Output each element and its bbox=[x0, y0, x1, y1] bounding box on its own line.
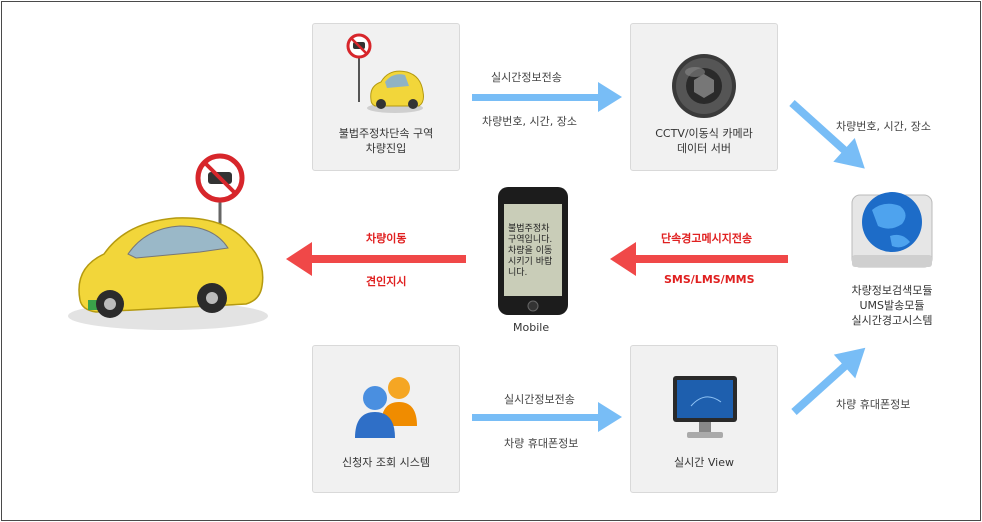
mobile-screen-line: 구역입니다. bbox=[508, 235, 553, 245]
top-middle-below-label: 차량번호, 시간, 장소 bbox=[482, 115, 577, 128]
illegal-parking-card: 불법주정차단속 구역 차량진입 bbox=[312, 23, 460, 171]
mobile-screen-line: 불법주정차 bbox=[508, 224, 550, 234]
center-left-above-label: 차량이동 bbox=[366, 232, 407, 245]
bottom-right-label: 차량 휴대폰정보 bbox=[836, 398, 911, 411]
applicant-system-label: 신청자 조회 시스템 bbox=[342, 456, 430, 469]
top-middle-above-label: 실시간정보전송 bbox=[491, 71, 562, 84]
users-icon bbox=[355, 377, 417, 438]
center-left-below-label: 견인지시 bbox=[366, 275, 407, 288]
center-right-below-label: SMS/LMS/MMS bbox=[664, 273, 755, 286]
server-line3: 실시간경고시스템 bbox=[851, 314, 933, 327]
mobile-screen-line: 니다. bbox=[508, 268, 528, 278]
cctv-server-line2: 데이터 서버 bbox=[676, 142, 732, 155]
cctv-server-card: CCTV/이동식 카메라 데이터 서버 bbox=[630, 23, 778, 171]
mobile-screen-line: 차량을 이동 bbox=[508, 246, 553, 256]
camera-lens-icon bbox=[672, 54, 736, 118]
top-right-label: 차량번호, 시간, 장소 bbox=[836, 120, 931, 133]
bottom-middle-below-label: 차량 휴대폰정보 bbox=[504, 437, 579, 450]
server-label: 차량정보검색모듈 UMS발송모듈 실시간경고시스템 bbox=[820, 283, 964, 328]
monitor-icon bbox=[673, 376, 737, 438]
illegal-parking-line2: 차량진입 bbox=[365, 142, 407, 155]
mobile-label: Mobile bbox=[513, 321, 550, 334]
mobile-screen-text: 불법주정차 구역입니다. 차량을 이동 시키기 바랍 니다. bbox=[508, 224, 552, 279]
applicant-system-card: 신청자 조회 시스템 bbox=[312, 345, 460, 493]
mobile-screen-line: 시키기 바랍 bbox=[508, 257, 553, 267]
realtime-view-label: 실시간 View bbox=[674, 456, 734, 469]
illegal-parking-line1: 불법주정차단속 구역 bbox=[338, 127, 434, 140]
cctv-server-line1: CCTV/이동식 카메라 bbox=[655, 127, 753, 140]
bottom-middle-above-label: 실시간정보전송 bbox=[504, 393, 575, 406]
center-right-above-label: 단속경고메시지전송 bbox=[661, 232, 753, 245]
server-line1: 차량정보검색모듈 bbox=[851, 284, 933, 297]
realtime-view-card: 실시간 View bbox=[630, 345, 778, 493]
parking-car-sign-icon bbox=[346, 33, 424, 113]
server-line2: UMS발송모듈 bbox=[859, 299, 925, 312]
